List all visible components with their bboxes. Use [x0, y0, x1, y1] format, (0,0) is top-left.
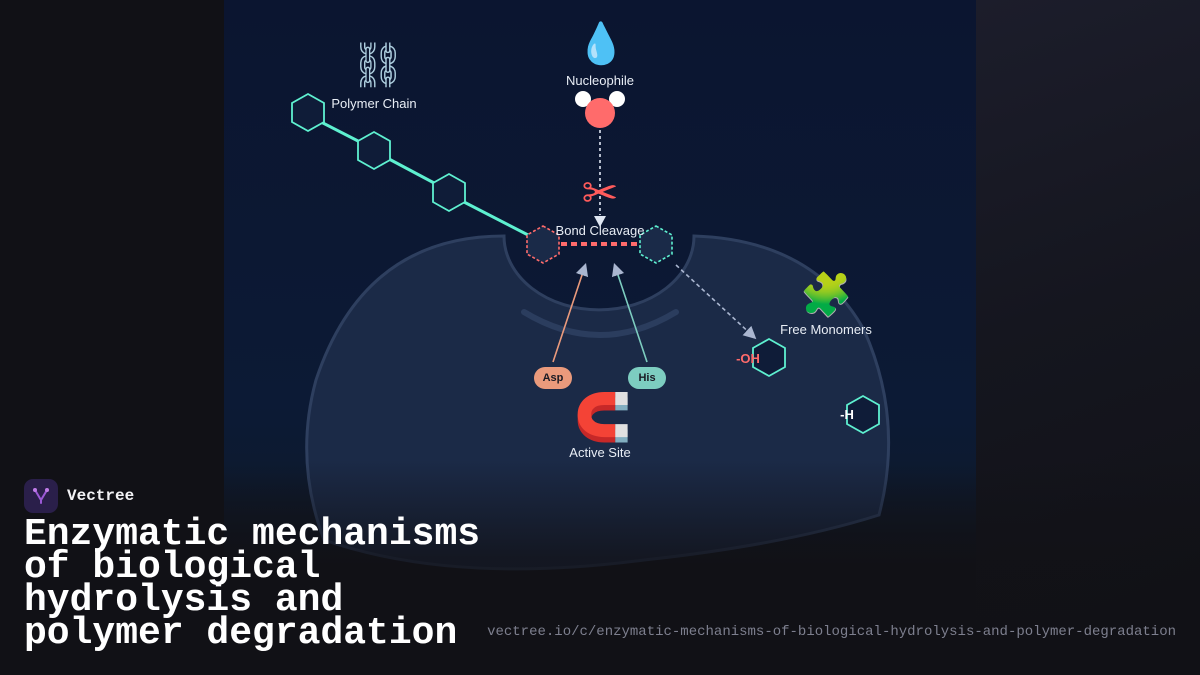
magnet-icon: 🧲 [574, 390, 632, 444]
free-monomer-h [846, 394, 880, 435]
his-arrow [611, 262, 648, 363]
bond-cleavage-label: Bond Cleavage [555, 223, 645, 238]
free-monomers-label: Free Monomers [780, 322, 872, 337]
enzyme-inner-groove [521, 309, 679, 338]
his-residue-pill: His [628, 367, 666, 389]
water-drop-icon: 💧 [576, 21, 626, 67]
vectree-logo-icon [24, 479, 58, 513]
hydrogen-atom-left [575, 91, 591, 107]
nucleophile-label: Nucleophile [566, 73, 634, 88]
monomer-1 [291, 92, 325, 133]
polymer-chain-label: Polymer Chain [331, 96, 417, 111]
release-arrow [675, 264, 757, 340]
page-title: Enzymatic mechanisms of biological hydro… [24, 513, 481, 655]
hydroxyl-group-label: -OH [736, 351, 760, 366]
chain-icon: ⛓ [350, 40, 406, 91]
scissors-icon: ✂ [581, 168, 619, 219]
monomer-2 [357, 130, 391, 171]
cleaved-monomer-right [639, 225, 673, 264]
cleaved-monomer-left [526, 225, 560, 264]
asp-arrow [552, 262, 589, 363]
page-url: vectree.io/c/enzymatic-mechanisms-of-bio… [487, 624, 1176, 640]
polymer-bonds [320, 120, 531, 238]
asp-residue-pill: Asp [534, 367, 572, 389]
brand-name: Vectree [67, 487, 135, 505]
hydrogen-group-label: -H [840, 407, 854, 422]
oxygen-atom [585, 98, 615, 128]
puzzle-piece-icon: 🧩 [800, 270, 853, 319]
active-site-label: Active Site [569, 445, 631, 460]
nucleophile-attack-arrowhead [594, 216, 606, 227]
brand: Vectree [24, 479, 134, 513]
background-right [976, 0, 1200, 675]
free-monomer-oh [752, 337, 786, 378]
hydrogen-atom-right [609, 91, 625, 107]
monomer-3 [432, 172, 466, 213]
